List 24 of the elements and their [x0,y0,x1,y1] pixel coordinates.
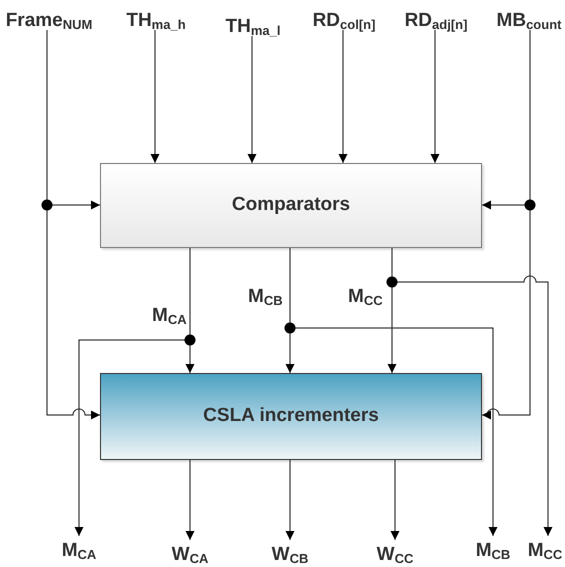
signal-label: RD$_{adj[n]}$ [392,6,480,30]
signal-label: TH$_{ma_h}$ [118,6,194,30]
arrow [186,460,194,540]
process-box: Comparators [100,163,482,248]
signal-label: M$_{CC}$ [525,536,565,560]
arrow [150,30,160,164]
arrow [430,30,440,164]
signal-label: W$_{CC}$ [372,540,418,564]
signal-label: TH$_{ma_l}$ [220,12,286,36]
edge-label: M$_{CC}$ [348,287,383,306]
signal-label: M$_{CA}$ [58,536,100,560]
arrow [248,36,256,164]
arrow [390,460,400,540]
arrow [338,30,348,164]
arrow [286,460,294,540]
signal-label: MB$_{count}$ [493,6,565,30]
edge-label: M$_{CB}$ [248,287,283,306]
signal-label: W$_{CA}$ [168,540,212,564]
signal-label: M$_{CB}$ [470,536,516,560]
process-box: CSLA incrementers [100,373,482,460]
signal-label: W$_{CB}$ [268,540,312,564]
signal-label: RD$_{col[n]}$ [300,6,388,30]
edge-label: M$_{CA}$ [152,306,187,325]
signal-label: Frame$_{NUM}$ [6,6,92,30]
